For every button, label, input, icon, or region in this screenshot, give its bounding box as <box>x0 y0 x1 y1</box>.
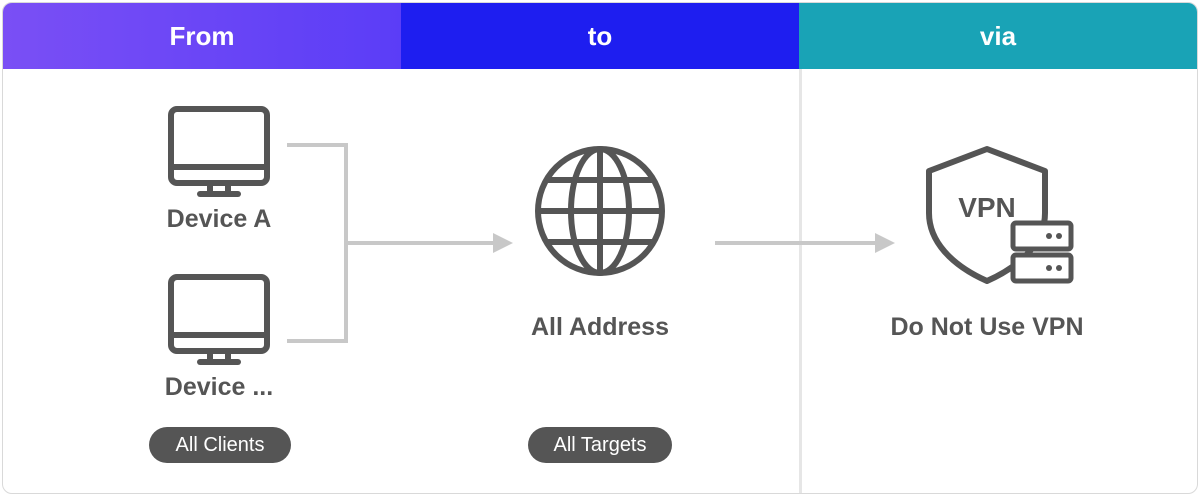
bracket-connector <box>287 143 348 343</box>
server-icon <box>1010 220 1074 284</box>
from-header: From <box>3 3 401 69</box>
diagram-graphics: VPN <box>168 106 1074 365</box>
all-targets-tag: All Targets <box>528 427 672 463</box>
device-a-label: Device A <box>166 205 272 233</box>
route-label: Do Not Use VPN <box>890 313 1084 341</box>
column-divider <box>799 69 802 493</box>
destination-label: All Address <box>530 313 669 341</box>
arrow-head-to-route <box>875 233 895 253</box>
monitor-icon <box>168 106 270 197</box>
to-header: to <box>401 3 799 69</box>
via-header: via <box>799 3 1197 69</box>
device-b-label: Device ... <box>164 373 274 401</box>
arrow-head-to-destination <box>493 233 513 253</box>
monitor-icon <box>168 274 270 365</box>
connector-lines <box>287 143 881 343</box>
all-clients-tag: All Clients <box>149 427 291 463</box>
globe-icon <box>535 146 665 276</box>
shield-vpn-text: VPN <box>958 192 1016 223</box>
